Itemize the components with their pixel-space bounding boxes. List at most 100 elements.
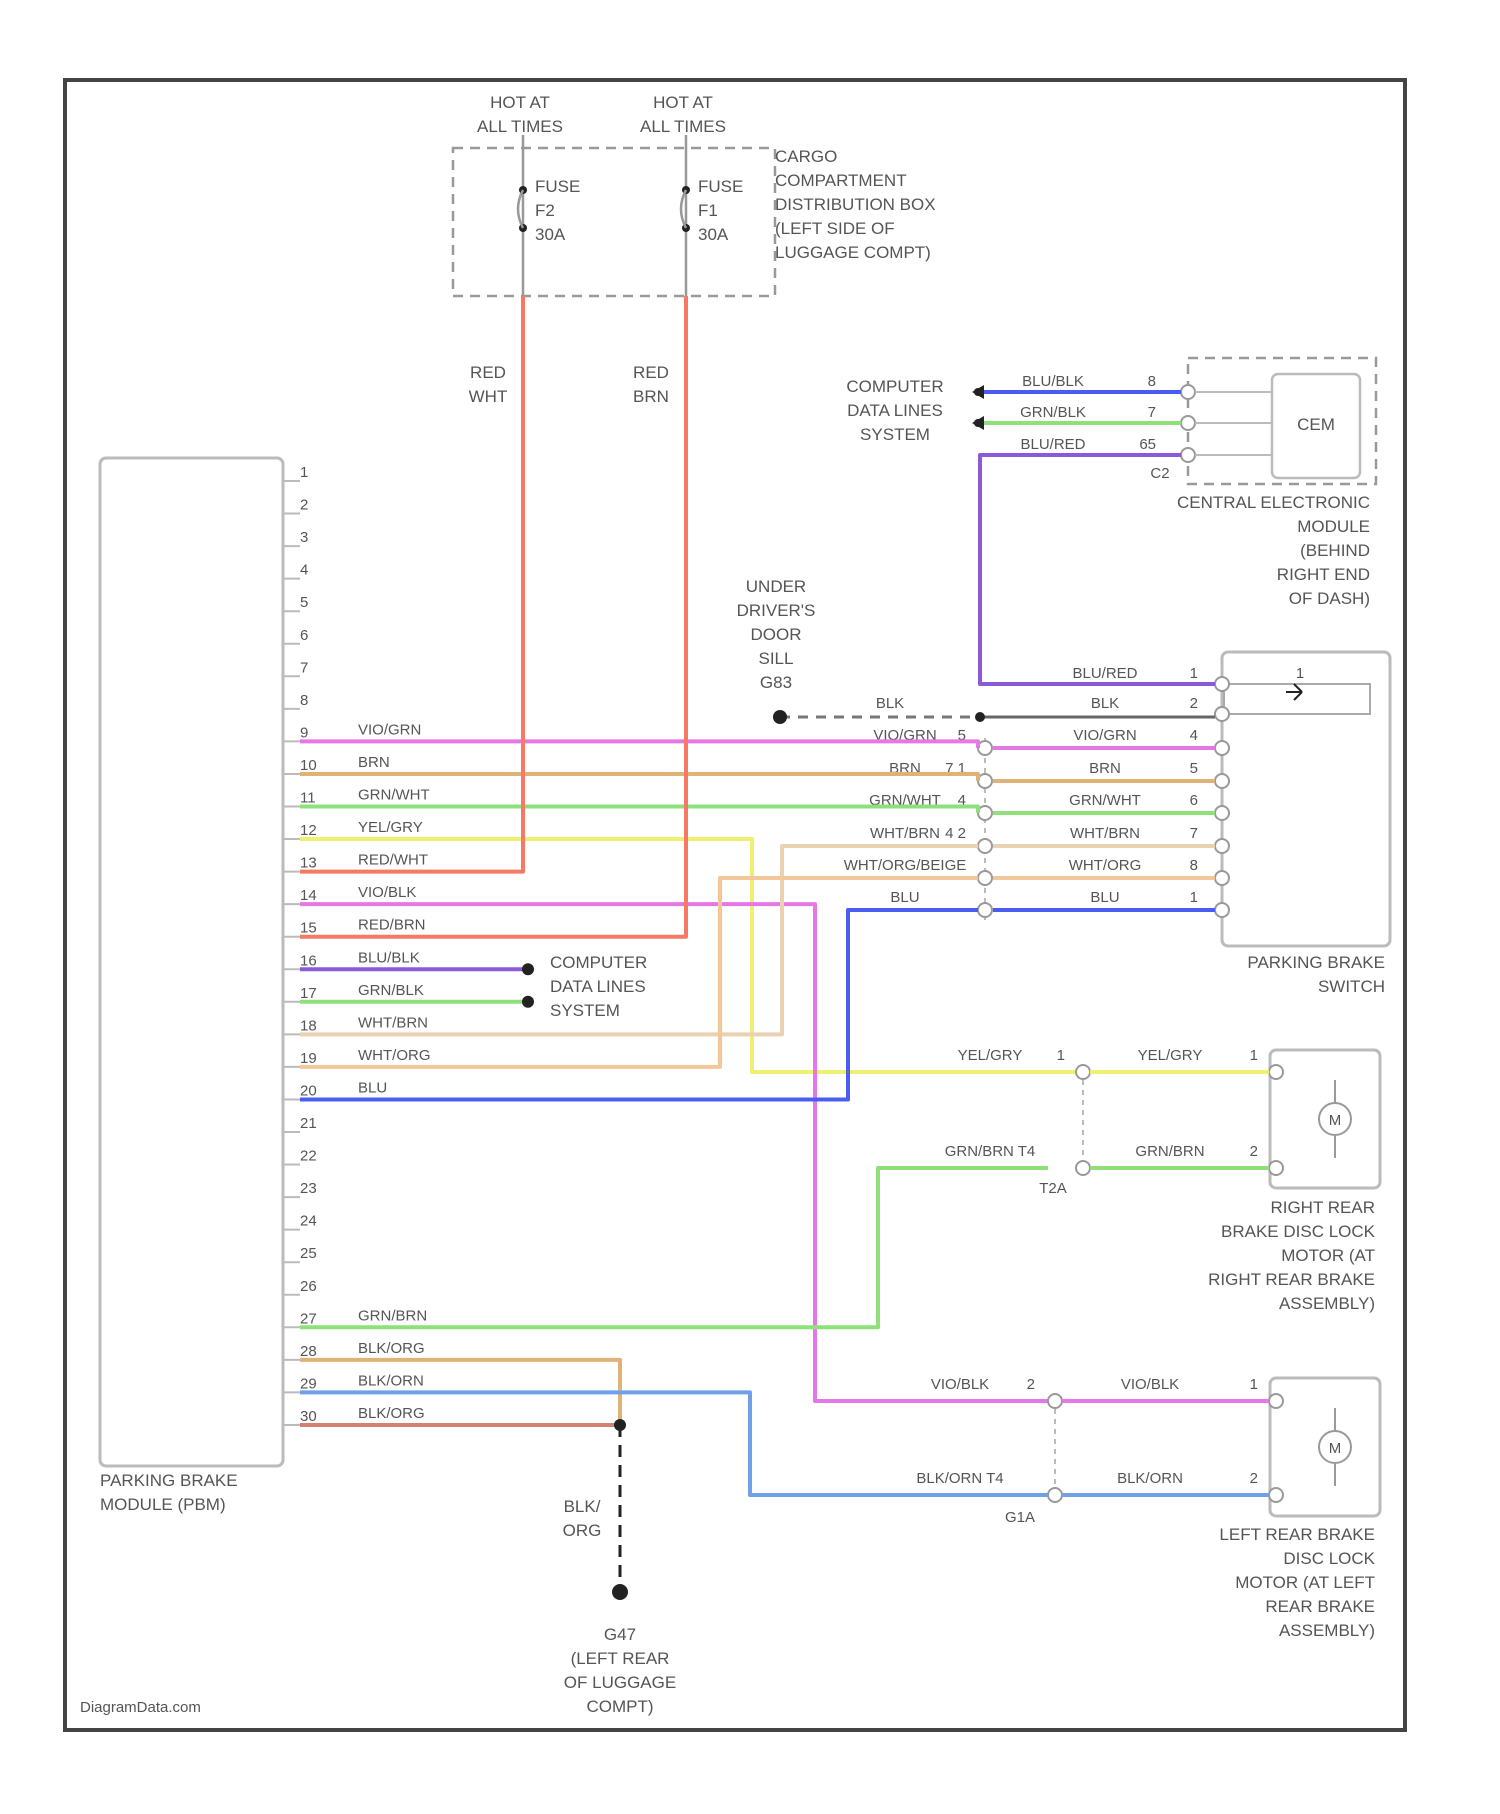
pbm-pin-number: 8	[300, 692, 308, 709]
right-motor-label: MOTOR (AT	[1281, 1246, 1375, 1265]
ground-g47-label: G47	[604, 1625, 636, 1644]
motor-wire-label: YEL/GRY	[1138, 1047, 1203, 1064]
pbm-wire-label: BLU/BLK	[358, 949, 420, 966]
hot-at-all-times-label: ALL TIMES	[640, 117, 726, 136]
pbm-pin-number: 26	[300, 1278, 317, 1295]
fuse-label: F1	[698, 201, 718, 220]
parking-brake-switch-label: PARKING BRAKE	[1247, 953, 1385, 972]
cem-label: (BEHIND	[1300, 541, 1370, 560]
connector-label: T2A	[1039, 1180, 1067, 1197]
pbm-pin-number: 6	[300, 627, 308, 644]
wire-color-label: RED	[470, 363, 506, 382]
switch-contact-number: 1	[1296, 665, 1304, 682]
fuse-label: FUSE	[535, 177, 580, 196]
switch-connector-pin	[1215, 707, 1229, 721]
pbm-pin-number: 20	[300, 1082, 317, 1099]
pbm-pin-number: 16	[300, 952, 317, 969]
switch-wire-label: WHT/ORG/BEIGE	[844, 857, 967, 874]
pbm-pin-number: 14	[300, 887, 317, 904]
inline-pin-number: 1	[1057, 1047, 1065, 1064]
switch-wire-label: GRN/WHT	[1069, 792, 1141, 809]
pbm-wire-label: WHT/ORG	[358, 1047, 431, 1064]
switch-pin-number: 1	[1190, 665, 1198, 682]
cem-wire-label: BLU/BLK	[1022, 373, 1084, 390]
switch-connector-pin	[1215, 903, 1229, 917]
cargo-box-label: (LEFT SIDE OF	[775, 219, 895, 238]
inline-connector-pin	[978, 806, 992, 820]
right-motor-label: ASSEMBLY)	[1279, 1294, 1375, 1313]
inline-connector-pin	[978, 839, 992, 853]
ground-g83-dot	[773, 710, 787, 724]
switch-connector-pin	[1215, 839, 1229, 853]
cem-connector-label: C2	[1150, 465, 1169, 482]
junction-dot	[522, 963, 534, 975]
pbm-wire-label: RED/WHT	[358, 852, 428, 869]
pbm-wire-label: GRN/BRN	[358, 1307, 427, 1324]
pbm-label: PARKING BRAKE	[100, 1471, 238, 1490]
wire-color-label: RED	[633, 363, 669, 382]
cem-connector-pin	[1181, 416, 1195, 430]
switch-connector-pin	[1215, 741, 1229, 755]
pbm-pin-number: 13	[300, 855, 317, 872]
computer-data-lines-label: DATA LINES	[550, 977, 646, 996]
pbm-pin-number: 19	[300, 1050, 317, 1067]
fuse-label: 30A	[698, 225, 729, 244]
cargo-box-label: CARGO	[775, 147, 837, 166]
pbm-pin-number: 25	[300, 1245, 317, 1262]
inline-connector-pin	[978, 774, 992, 788]
wire-vio-grn	[300, 741, 978, 748]
motor-connector-pin	[1269, 1161, 1283, 1175]
switch-wire-label: VIO/GRN	[1073, 727, 1136, 744]
switch-pin-number: 8	[1190, 857, 1198, 874]
switch-wire-label: WHT/BRN	[1070, 825, 1140, 842]
cem-connector-pin	[1181, 385, 1195, 399]
pbm-pin-number: 1	[300, 464, 308, 481]
cem-box-label: CEM	[1297, 415, 1335, 434]
pbm-pin-number: 2	[300, 497, 308, 514]
motor-wire-label: VIO/BLK	[1121, 1376, 1179, 1393]
motor-symbol: M	[1329, 1440, 1342, 1457]
pbm-label: MODULE (PBM)	[100, 1495, 226, 1514]
left-motor-label: ASSEMBLY)	[1279, 1621, 1375, 1640]
fuse-label: FUSE	[698, 177, 743, 196]
junction-dot	[522, 996, 534, 1008]
pbm-pin-number: 30	[300, 1408, 317, 1425]
junction-dot	[974, 419, 982, 427]
hot-at-all-times-label: HOT AT	[490, 93, 550, 112]
ground-g83-label: SILL	[759, 649, 794, 668]
pbm-pin-number: 15	[300, 920, 317, 937]
left-motor-label: MOTOR (AT LEFT	[1235, 1573, 1375, 1592]
switch-pin-number: 7	[1190, 825, 1198, 842]
parking-brake-module-box	[100, 458, 283, 1466]
ground-g47-label: OF LUGGAGE	[564, 1673, 676, 1692]
pbm-pin-number: 11	[300, 790, 316, 807]
motor-pin-number: 2	[1250, 1470, 1258, 1487]
switch-connector-pin	[1215, 806, 1229, 820]
pbm-pin-number: 5	[300, 594, 308, 611]
ground-g83-label: UNDER	[746, 577, 806, 596]
hot-at-all-times-label: HOT AT	[653, 93, 713, 112]
wire-brn	[300, 774, 978, 781]
pbm-pin-number: 23	[300, 1180, 317, 1197]
pbm-pin-number: 27	[300, 1310, 317, 1327]
motor-wire-label: YEL/GRY	[958, 1047, 1023, 1064]
pbm-pin-number: 3	[300, 529, 308, 546]
cem-wire-label: BLU/RED	[1020, 436, 1085, 453]
pbm-wire-label: BLK/ORG	[358, 1405, 425, 1422]
cargo-distribution-box-outline	[453, 148, 775, 296]
cargo-box-label: LUGGAGE COMPT)	[775, 243, 931, 262]
pbm-pin-number: 28	[300, 1343, 317, 1360]
inline-connector-pin	[978, 741, 992, 755]
inline-pin-number: 2	[1027, 1376, 1035, 1393]
switch-wire-label: BRN	[1089, 760, 1121, 777]
switch-wire-label: BLK	[1091, 695, 1119, 712]
right-motor-label: BRAKE DISC LOCK	[1221, 1222, 1376, 1241]
motor-connector-pin	[1269, 1488, 1283, 1502]
motor-wire-label: VIO/BLK	[931, 1376, 989, 1393]
wire-grn-brn	[300, 1168, 1048, 1327]
computer-data-lines-label: SYSTEM	[550, 1001, 620, 1020]
motor-symbol: M	[1329, 1112, 1342, 1129]
pbm-wire-label: BRN	[358, 754, 390, 771]
wire-color-label: BRN	[633, 387, 669, 406]
pbm-wire-label: GRN/WHT	[358, 787, 430, 804]
